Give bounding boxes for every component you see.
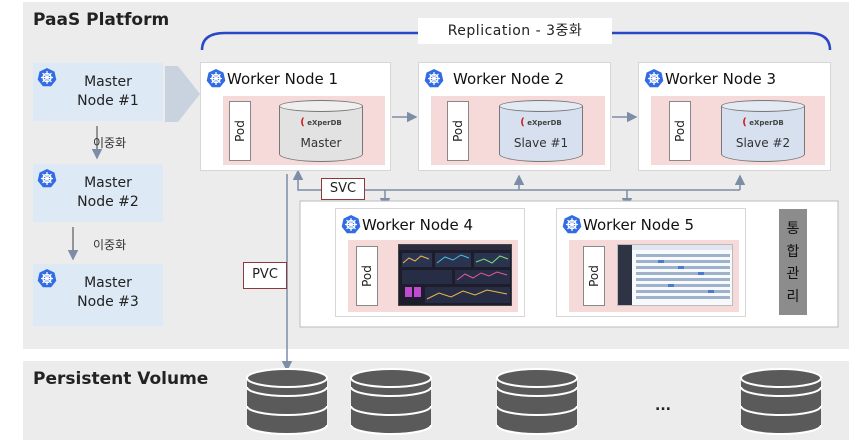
kubernetes-icon — [341, 214, 361, 238]
kubernetes-icon — [424, 68, 444, 92]
duplication-label-2: 이중화 — [93, 238, 127, 252]
worker-node-inner: Pod ( eXperDB Slave #2 — [651, 96, 825, 165]
disk-stack-icon — [246, 368, 328, 435]
replication-bracket — [200, 31, 832, 51]
worker-node-inner: Pod — [569, 240, 739, 312]
database-cylinder: ( eXperDB Slave #1 — [499, 100, 583, 162]
pod: Pod — [447, 101, 469, 161]
pvc-tag: PVC — [243, 262, 287, 289]
kubernetes-icon — [562, 214, 582, 238]
master-to-worker-arrow — [165, 66, 200, 122]
database-cylinder: ( eXperDB Master — [279, 100, 363, 162]
monitoring-dashboard-thumbnail — [398, 244, 512, 306]
master-node-2: Master Node #2 — [33, 164, 163, 222]
pod: Pod — [583, 246, 605, 306]
replication-label: Replication - 3중화 — [418, 18, 612, 44]
db-role-label: Slave #2 — [735, 136, 791, 150]
worker-node-title: Worker Node 1 — [227, 70, 339, 88]
worker-node-title: Worker Node 3 — [665, 70, 777, 88]
worker-node-1: Worker Node 1 Pod ( eXperDB Master — [200, 62, 391, 171]
db-role-label: Master — [300, 136, 342, 150]
disk-stack-icon — [496, 368, 578, 435]
disk-stack-icon — [350, 368, 432, 435]
master-label: Master Node #3 — [77, 275, 139, 310]
persistent-volume-area — [23, 361, 849, 440]
master-node-3: Master Node #3 — [33, 264, 163, 326]
worker-node-4: Worker Node 4 Pod — [335, 208, 525, 317]
master-label: Master Node #2 — [77, 175, 139, 210]
experdb-logo: ( eXperDB — [300, 117, 342, 128]
disk-stack-icon — [740, 368, 822, 435]
kubernetes-icon — [37, 67, 57, 91]
worker-node-2: Worker Node 2 Pod ( eXperDB Slave #1 — [418, 62, 611, 171]
kubernetes-icon — [206, 68, 226, 92]
kubernetes-icon — [644, 68, 664, 92]
platform-title: PaaS Platform — [33, 10, 170, 30]
worker-node-inner: Pod ( eXperDB Slave #1 — [431, 96, 605, 165]
worker-node-5: Worker Node 5 Pod — [556, 208, 746, 317]
kubernetes-icon — [37, 268, 57, 292]
master-label: Master Node #1 — [77, 74, 139, 109]
kubernetes-icon — [37, 168, 57, 192]
experdb-logo: ( eXperDB — [742, 117, 784, 128]
worker-node-inner: Pod ( eXperDB Master — [223, 96, 385, 165]
pod: Pod — [229, 101, 251, 161]
worker-node-title: Worker Node 2 — [453, 70, 565, 88]
persistent-volume-title: Persistent Volume — [33, 369, 209, 389]
worker-node-inner: Pod — [348, 240, 518, 312]
db-role-label: Slave #1 — [513, 136, 569, 150]
management-console-thumbnail — [617, 244, 733, 306]
integrated-management-label: 통 합 관 리 — [779, 209, 807, 315]
database-cylinder: ( eXperDB Slave #2 — [721, 100, 805, 162]
worker-node-3: Worker Node 3 Pod ( eXperDB Slave #2 — [638, 62, 831, 171]
more-volumes-ellipsis: ... — [655, 398, 671, 414]
pod: Pod — [669, 101, 691, 161]
master-node-1: Master Node #1 — [33, 63, 163, 121]
pod: Pod — [356, 246, 378, 306]
experdb-logo: ( eXperDB — [520, 117, 562, 128]
worker-node-title: Worker Node 5 — [583, 216, 695, 234]
duplication-label-1: 이중화 — [93, 136, 127, 150]
worker-node-title: Worker Node 4 — [362, 216, 474, 234]
svc-tag: SVC — [321, 178, 365, 200]
